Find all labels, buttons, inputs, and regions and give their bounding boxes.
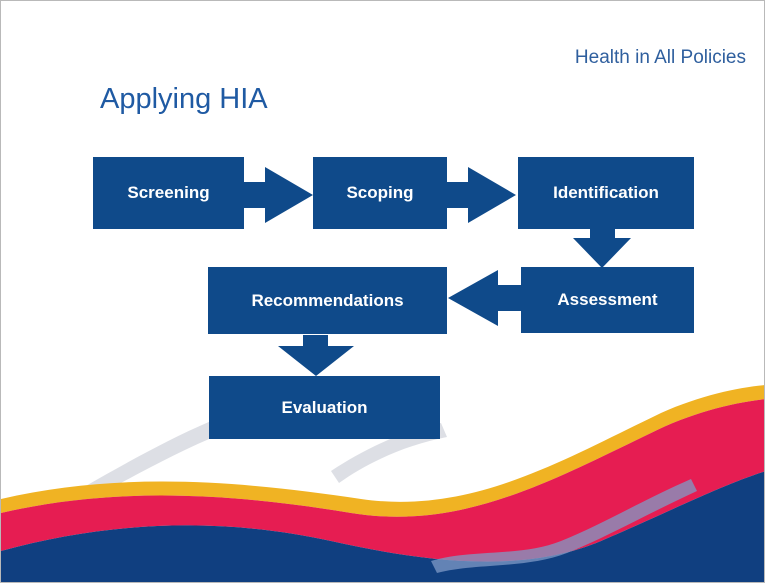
arrow-recommendations-to-evaluation bbox=[278, 335, 354, 376]
step-assessment: Assessment bbox=[521, 267, 694, 333]
people-chain-overlay bbox=[431, 479, 697, 573]
arrow-identification-to-assessment bbox=[573, 227, 631, 268]
step-identification: Identification bbox=[518, 157, 694, 229]
step-screening: Screening bbox=[93, 157, 244, 229]
step-recommendations: Recommendations bbox=[208, 267, 447, 334]
gold-wave bbox=[1, 385, 764, 517]
step-evaluation: Evaluation bbox=[209, 376, 440, 439]
blue-wave bbox=[1, 471, 764, 582]
red-wave bbox=[1, 399, 764, 562]
step-scoping: Scoping bbox=[313, 157, 447, 229]
slide-title: Applying HIA bbox=[100, 83, 268, 115]
presentation-subtitle: Health in All Policies bbox=[574, 47, 746, 68]
arrow-scoping-to-identification bbox=[447, 167, 516, 223]
arrow-screening-to-scoping bbox=[244, 167, 313, 223]
arrow-assessment-to-recommendations bbox=[448, 270, 521, 326]
